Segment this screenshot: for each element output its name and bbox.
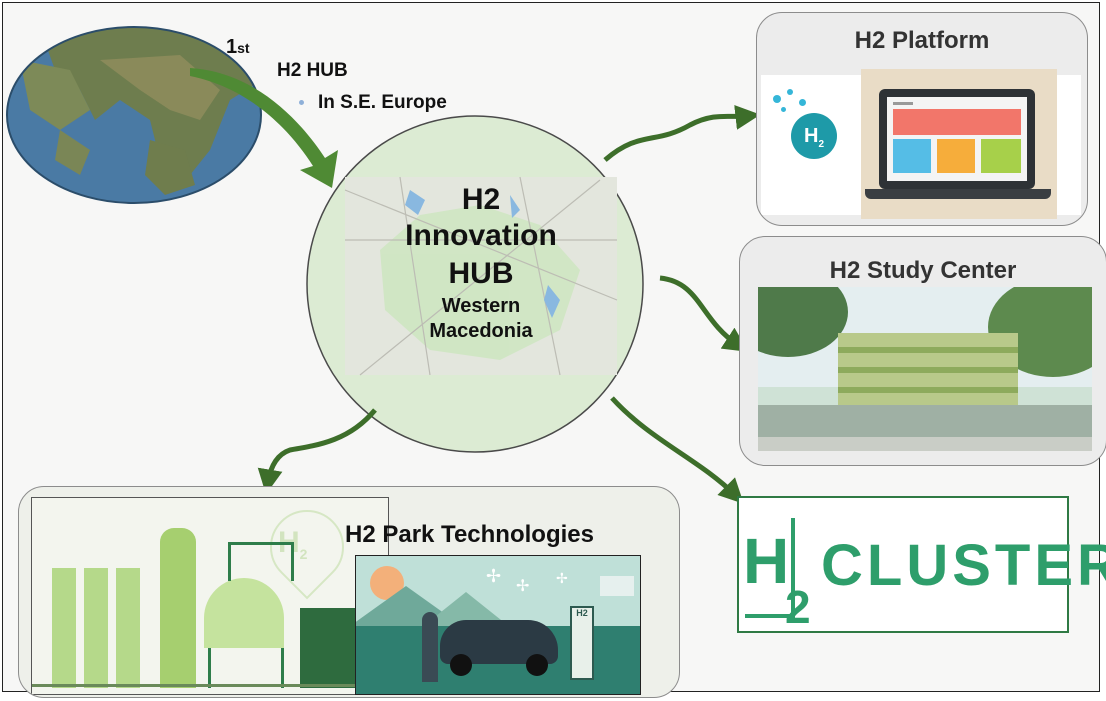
globe-to-hub-arrow — [190, 68, 338, 188]
cluster-word: CLUSTER — [821, 533, 1106, 598]
h2-hub-label: H2 HUB — [277, 60, 348, 81]
platform-card: H2 Platform H2 — [756, 12, 1088, 226]
study-center-title: H2 Study Center — [829, 257, 1017, 284]
platform-image: H2 — [761, 69, 1081, 219]
chimney — [116, 568, 140, 688]
screen-tile-blue — [893, 139, 931, 173]
study-center-card: H2 Study Center — [739, 236, 1106, 466]
tower — [160, 528, 196, 688]
arrow-to-platform — [603, 104, 761, 162]
hub-title-block: H2 Innovation HUB Western Macedonia — [345, 182, 617, 344]
chimney — [84, 568, 108, 688]
hub-circle — [306, 115, 644, 453]
wind-turbine-icon: ✢ — [556, 570, 568, 586]
car-wheel — [526, 654, 548, 676]
first-ordinal: 1st — [226, 36, 250, 58]
cluster-sub-2: 2 — [785, 581, 811, 633]
cluster-h-box — [745, 518, 795, 618]
building — [838, 333, 1018, 411]
laptop-screen — [887, 97, 1027, 181]
se-europe-label: In S.E. Europe — [318, 92, 447, 113]
chimney — [52, 568, 76, 688]
park-ev-image: ✢ ✢ ✢ H2 — [355, 555, 641, 695]
storage-sphere — [204, 578, 284, 648]
hub-line-western: Western — [441, 295, 521, 317]
platform-title: H2 Platform — [854, 27, 990, 54]
person-figure — [422, 612, 438, 682]
bullet-icon — [299, 100, 304, 105]
bubble-icon — [787, 89, 793, 95]
wind-turbine-icon: ✢ — [516, 578, 530, 595]
h2-cluster-logo: H 2 CLUSTER — [737, 496, 1106, 633]
lattice-frame — [228, 542, 294, 581]
park-industrial-image: H2 — [31, 494, 389, 695]
factory-distant — [600, 576, 634, 596]
hub-line-macedonia: Macedonia — [429, 320, 533, 342]
laptop-base — [865, 189, 1051, 199]
study-center-image — [758, 287, 1092, 451]
laptop-icon — [879, 89, 1035, 189]
screen-tile-lime — [981, 139, 1021, 173]
h2-molecule-logo: H2 — [791, 113, 837, 159]
h2-charger: H2 — [570, 606, 594, 680]
park-title: H2 Park Technologies — [345, 521, 594, 548]
screen-tile-orange — [937, 139, 975, 173]
arrow-to-park — [257, 408, 377, 495]
arrow-to-study-center — [659, 275, 749, 352]
screen-banner — [893, 109, 1021, 135]
park-card: H2 H2 Park Technologies ✢ ✢ ✢ H2 — [18, 486, 680, 698]
car-wheel — [450, 654, 472, 676]
bubble-icon — [799, 99, 806, 106]
bubble-icon — [781, 107, 786, 112]
arrow-to-cluster — [610, 396, 744, 504]
hub-line-h2: H2 — [461, 183, 501, 216]
cluster-h-letter: H — [743, 525, 790, 597]
hub-line-innovation: Innovation — [405, 219, 557, 252]
hub-line-hub: HUB — [448, 257, 514, 290]
wind-turbine-icon: ✢ — [486, 566, 502, 586]
bubble-icon — [773, 95, 781, 103]
sphere-legs — [208, 648, 284, 688]
